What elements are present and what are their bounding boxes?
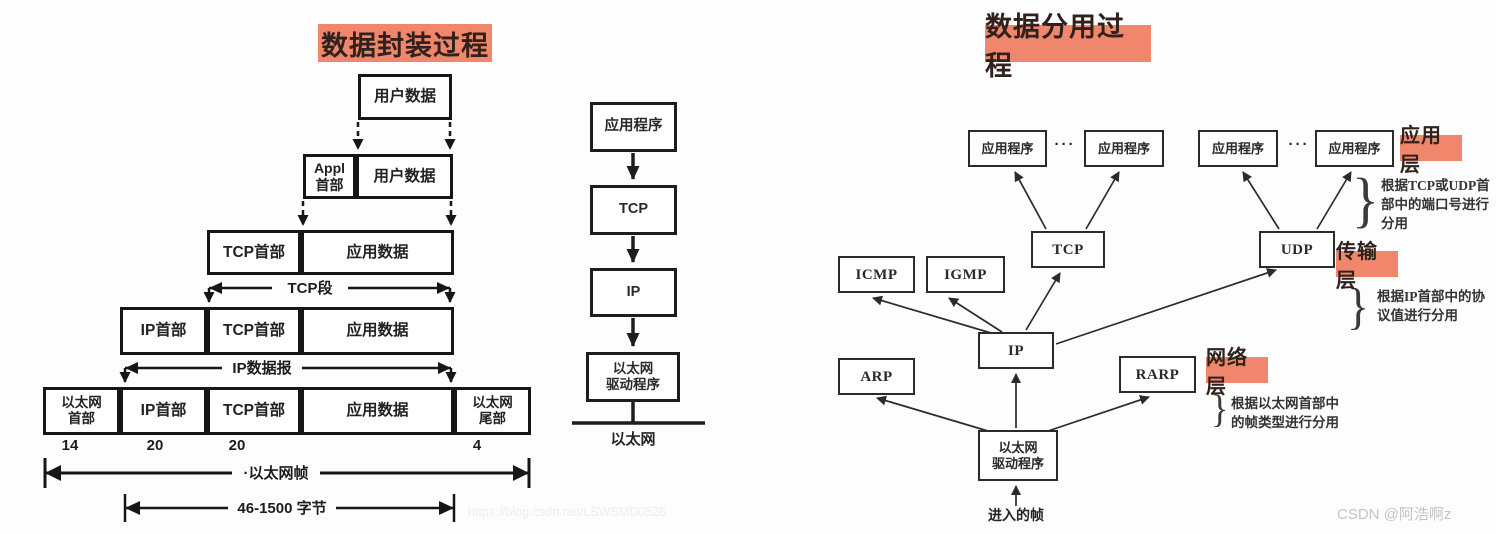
box-eth-trailer: 以太网 尾部 [454, 387, 531, 435]
ellipsis-left: ··· [1054, 136, 1076, 153]
box-ip-header-row4: IP首部 [120, 307, 207, 355]
watermark-csdn: CSDN @阿浩啊z [1337, 506, 1452, 523]
box-user-data-row1: 用户数据 [358, 74, 452, 120]
layer-label-transport: 传输层 [1336, 241, 1398, 292]
box-app-data-row4: 应用数据 [301, 307, 454, 355]
ethernet-bus-label: 以太网 [610, 431, 656, 448]
brace-transport-note: } [1347, 277, 1370, 334]
box-app-data-row5: 应用数据 [301, 387, 454, 435]
box-ip-header-row5: IP首部 [120, 387, 207, 435]
box-tcp-header-row5: TCP首部 [207, 387, 301, 435]
encapsulation-title: 数据封装过程 [318, 24, 492, 62]
box-app-data-row3: 应用数据 [301, 230, 454, 275]
ellipsis-right: ··· [1288, 136, 1310, 153]
node-eth-driver: 以太网 驱动程序 [978, 430, 1058, 481]
incoming-frame-label: 进入的帧 [988, 507, 1044, 523]
node-tcp: TCP [1031, 231, 1105, 268]
brace-network-note: } [1211, 386, 1229, 431]
box-appl-header: Appl 首部 [303, 154, 356, 199]
note-transport-layer: 根据IP首部中的协 议值进行分用 [1377, 289, 1485, 323]
app-box-1: 应用程序 [968, 130, 1047, 167]
app-box-3: 应用程序 [1198, 130, 1278, 167]
stack-box-ip: IP [590, 268, 677, 317]
box-tcp-header-row3: TCP首部 [207, 230, 301, 275]
measure-label-ip-datagram: IP数据报 [222, 357, 302, 378]
measure-label-tcp-segment: TCP段 [272, 277, 348, 298]
layer-label-network: 网络层 [1206, 347, 1268, 398]
byte-size-ip-header: 20 [146, 437, 164, 454]
note-application-layer: 根据TCP或UDP首 部中的端口号进行 分用 [1381, 178, 1490, 231]
box-user-data-row2: 用户数据 [356, 154, 453, 199]
node-arp: ARP [838, 358, 915, 395]
note-network-layer: 根据以太网首部中 的帧类型进行分用 [1231, 396, 1339, 430]
box-tcp-header-row4: TCP首部 [207, 307, 301, 355]
node-rarp: RARP [1119, 356, 1196, 393]
measure-label-eth-frame: ·以太网帧 [232, 461, 320, 483]
app-box-4: 应用程序 [1315, 130, 1394, 167]
byte-size-eth-trailer: 4 [472, 437, 482, 454]
stack-box-eth-driver: 以太网 驱动程序 [586, 352, 680, 402]
node-ip: IP [978, 332, 1054, 369]
app-box-2: 应用程序 [1084, 130, 1164, 167]
stack-box-tcp: TCP [590, 185, 677, 235]
brace-application-note: } [1352, 166, 1379, 235]
node-udp: UDP [1259, 231, 1335, 268]
measure-label-bytes-range: 46-1500 字节 [228, 496, 336, 518]
node-icmp: ICMP [838, 256, 915, 293]
stack-box-application: 应用程序 [590, 102, 677, 152]
byte-size-tcp-header: 20 [228, 437, 246, 454]
watermark-url: https://blog.csdn.net/LSWSMD0526 [468, 505, 667, 519]
node-igmp: IGMP [926, 256, 1005, 293]
byte-size-eth-header: 14 [61, 437, 79, 454]
layer-label-application: 应用层 [1400, 125, 1462, 176]
box-eth-header: 以太网 首部 [43, 387, 120, 435]
demultiplex-title: 数据分用过程 [985, 12, 1151, 81]
